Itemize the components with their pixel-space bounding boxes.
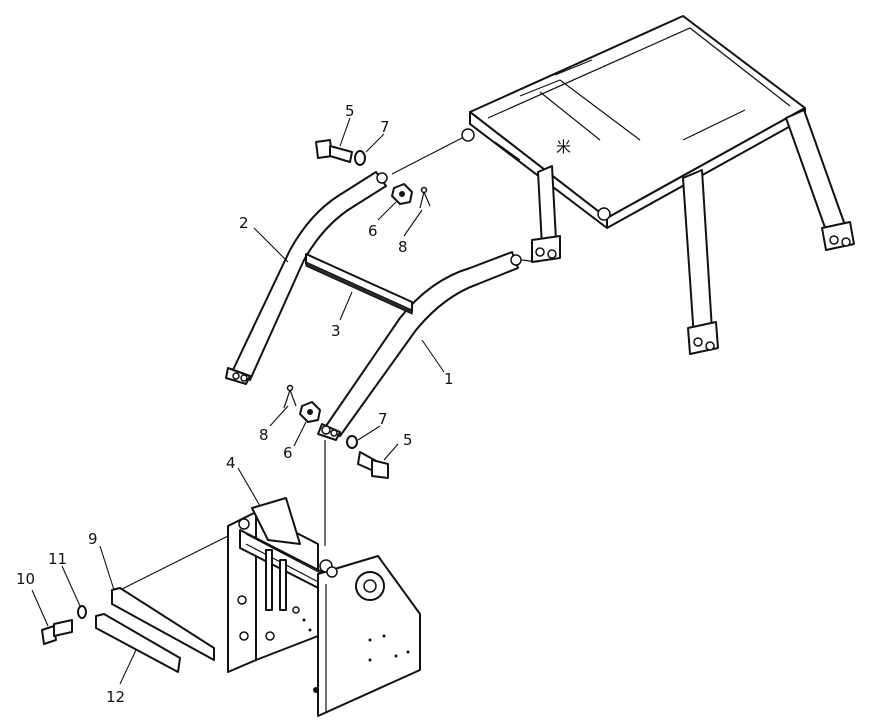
washer-7-bottom [346,435,358,449]
callout-2: 2 [239,214,249,232]
canopy-mark: 米 [556,138,571,156]
cross-bar-3 [305,253,413,315]
pin-8-top [419,186,431,209]
tube-2 [225,171,388,385]
callout-9: 9 [88,530,98,548]
callout-6-top: 6 [368,222,378,240]
leader-lines [31,117,445,685]
callout-8-top: 8 [398,238,408,256]
callout-5-top: 5 [345,102,355,120]
tube-1 [317,251,522,441]
callout-11: 11 [48,550,67,568]
nut-6-top [391,183,413,205]
plate-9 [111,587,215,661]
bolt-5-top [315,139,353,163]
pin-8-bottom [283,384,297,409]
bolt-10 [41,619,73,645]
washer-7-top [354,150,366,166]
callout-6-bottom: 6 [283,444,293,462]
plate-12 [95,613,181,673]
assembly-lines [119,137,539,591]
callout-1: 1 [444,370,454,388]
callout-5-bottom: 5 [403,431,413,449]
callout-7-top: 7 [380,118,390,136]
callout-10: 10 [16,570,35,588]
callout-labels: 5 7 2 6 8 3 1 8 6 7 5 4 9 11 10 12 [16,102,454,706]
callout-8-bottom: 8 [259,426,269,444]
bolt-5-bottom [357,451,389,479]
canopy-rear-legs [531,109,855,355]
canopy-roof: 米 [461,15,806,229]
front-plate [313,555,421,717]
nut-6-bottom [299,401,321,423]
callout-3: 3 [331,322,341,340]
callout-12: 12 [106,688,125,706]
callout-4: 4 [226,454,236,472]
bracket-4 [227,497,331,673]
callout-7-bottom: 7 [378,410,388,428]
washer-11 [77,605,87,619]
